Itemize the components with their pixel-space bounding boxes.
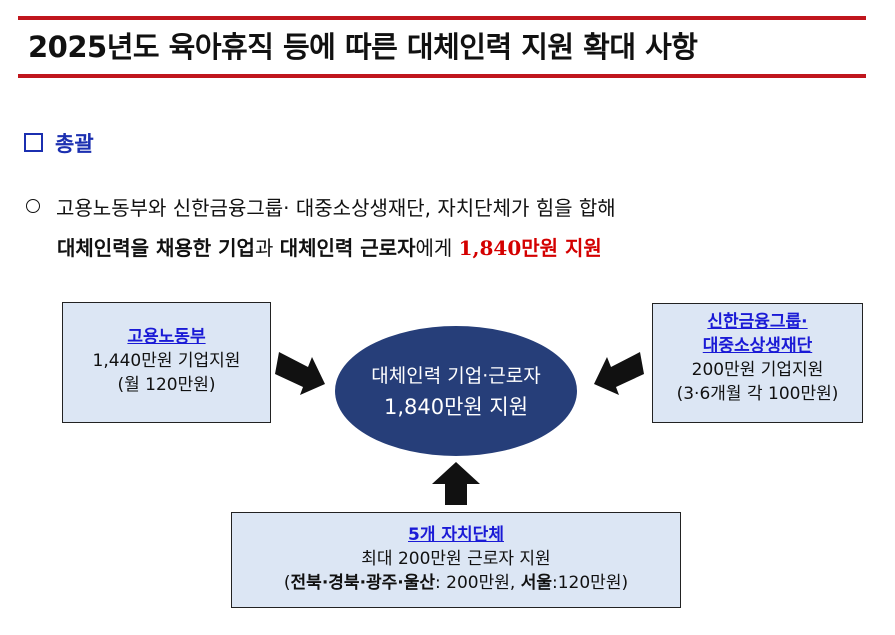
regions-amount: : 200만원,: [435, 573, 521, 593]
arrow-right-icon: [275, 352, 325, 395]
title-bottom-rule: [18, 74, 866, 78]
section-label: 총괄: [55, 132, 94, 156]
center-line1: 대체인력 기업·근로자: [371, 365, 541, 387]
card-ministry-line2: (월 120만원): [117, 375, 216, 395]
paragraph-line-2: 대체인력을 채용한 기업과 대체인력 근로자에게 1,840만원 지원: [57, 232, 602, 261]
bold-text-companies: 대체인력을 채용한 기업: [57, 236, 255, 260]
square-bullet-icon: [24, 133, 43, 152]
highlight-amount: 1,840만원 지원: [458, 236, 602, 260]
card-shinhan-head1: 신한금융그룹·: [707, 312, 808, 332]
card-shinhan-head2: 대중소상생재단: [702, 336, 813, 356]
card-shinhan: 신한금융그룹· 대중소상생재단 200만원 기업지원 (3·6개월 각 100만…: [652, 303, 863, 423]
card-ministry-line1: 1,440만원 기업지원: [92, 351, 241, 371]
circle-bullet-icon: [26, 199, 40, 213]
card-local-gov: 5개 자치단체 최대 200만원 근로자 지원 (전북·경북·광주·울산: 20…: [231, 512, 681, 608]
arrow-up-icon: [432, 462, 480, 505]
arrow-left-icon: [594, 352, 644, 395]
card-ministry: 고용노동부 1,440만원 기업지원 (월 120만원): [62, 302, 271, 423]
card-local-gov-head: 5개 자치단체: [408, 525, 504, 545]
paragraph-text-1: 고용노동부와 신한금융그룹· 대중소상생재단, 자치단체가 힘을 합해: [56, 196, 616, 220]
paragraph-connector-2: 에게: [415, 236, 459, 260]
card-local-gov-line1: 최대 200만원 근로자 지원: [361, 549, 551, 569]
page-title: 2025년도 육아휴직 등에 따른 대체인력 지원 확대 사항: [28, 30, 698, 64]
card-ministry-head: 고용노동부: [127, 327, 206, 347]
card-local-gov-line2: (전북·경북·광주·울산: 200만원, 서울:120만원): [232, 571, 680, 595]
center-line2: 1,840만원 지원: [383, 395, 529, 419]
title-top-rule: [18, 16, 866, 20]
paragraph-connector: 과: [254, 236, 280, 260]
section-heading: 총괄: [24, 128, 94, 158]
card-shinhan-line1: 200만원 기업지원: [691, 360, 824, 380]
paragraph-line-1: 고용노동부와 신한금융그룹· 대중소상생재단, 자치단체가 힘을 합해: [26, 192, 616, 221]
center-ellipse: 대체인력 기업·근로자 1,840만원 지원: [335, 326, 577, 456]
bold-text-workers: 대체인력 근로자: [279, 236, 416, 260]
paren-open: (: [283, 573, 291, 593]
regions-bold: 전북·경북·광주·울산: [290, 573, 436, 593]
card-shinhan-line2: (3·6개월 각 100만원): [676, 384, 839, 404]
seoul-amount: :120만원): [552, 573, 629, 593]
seoul-bold: 서울: [520, 573, 552, 593]
